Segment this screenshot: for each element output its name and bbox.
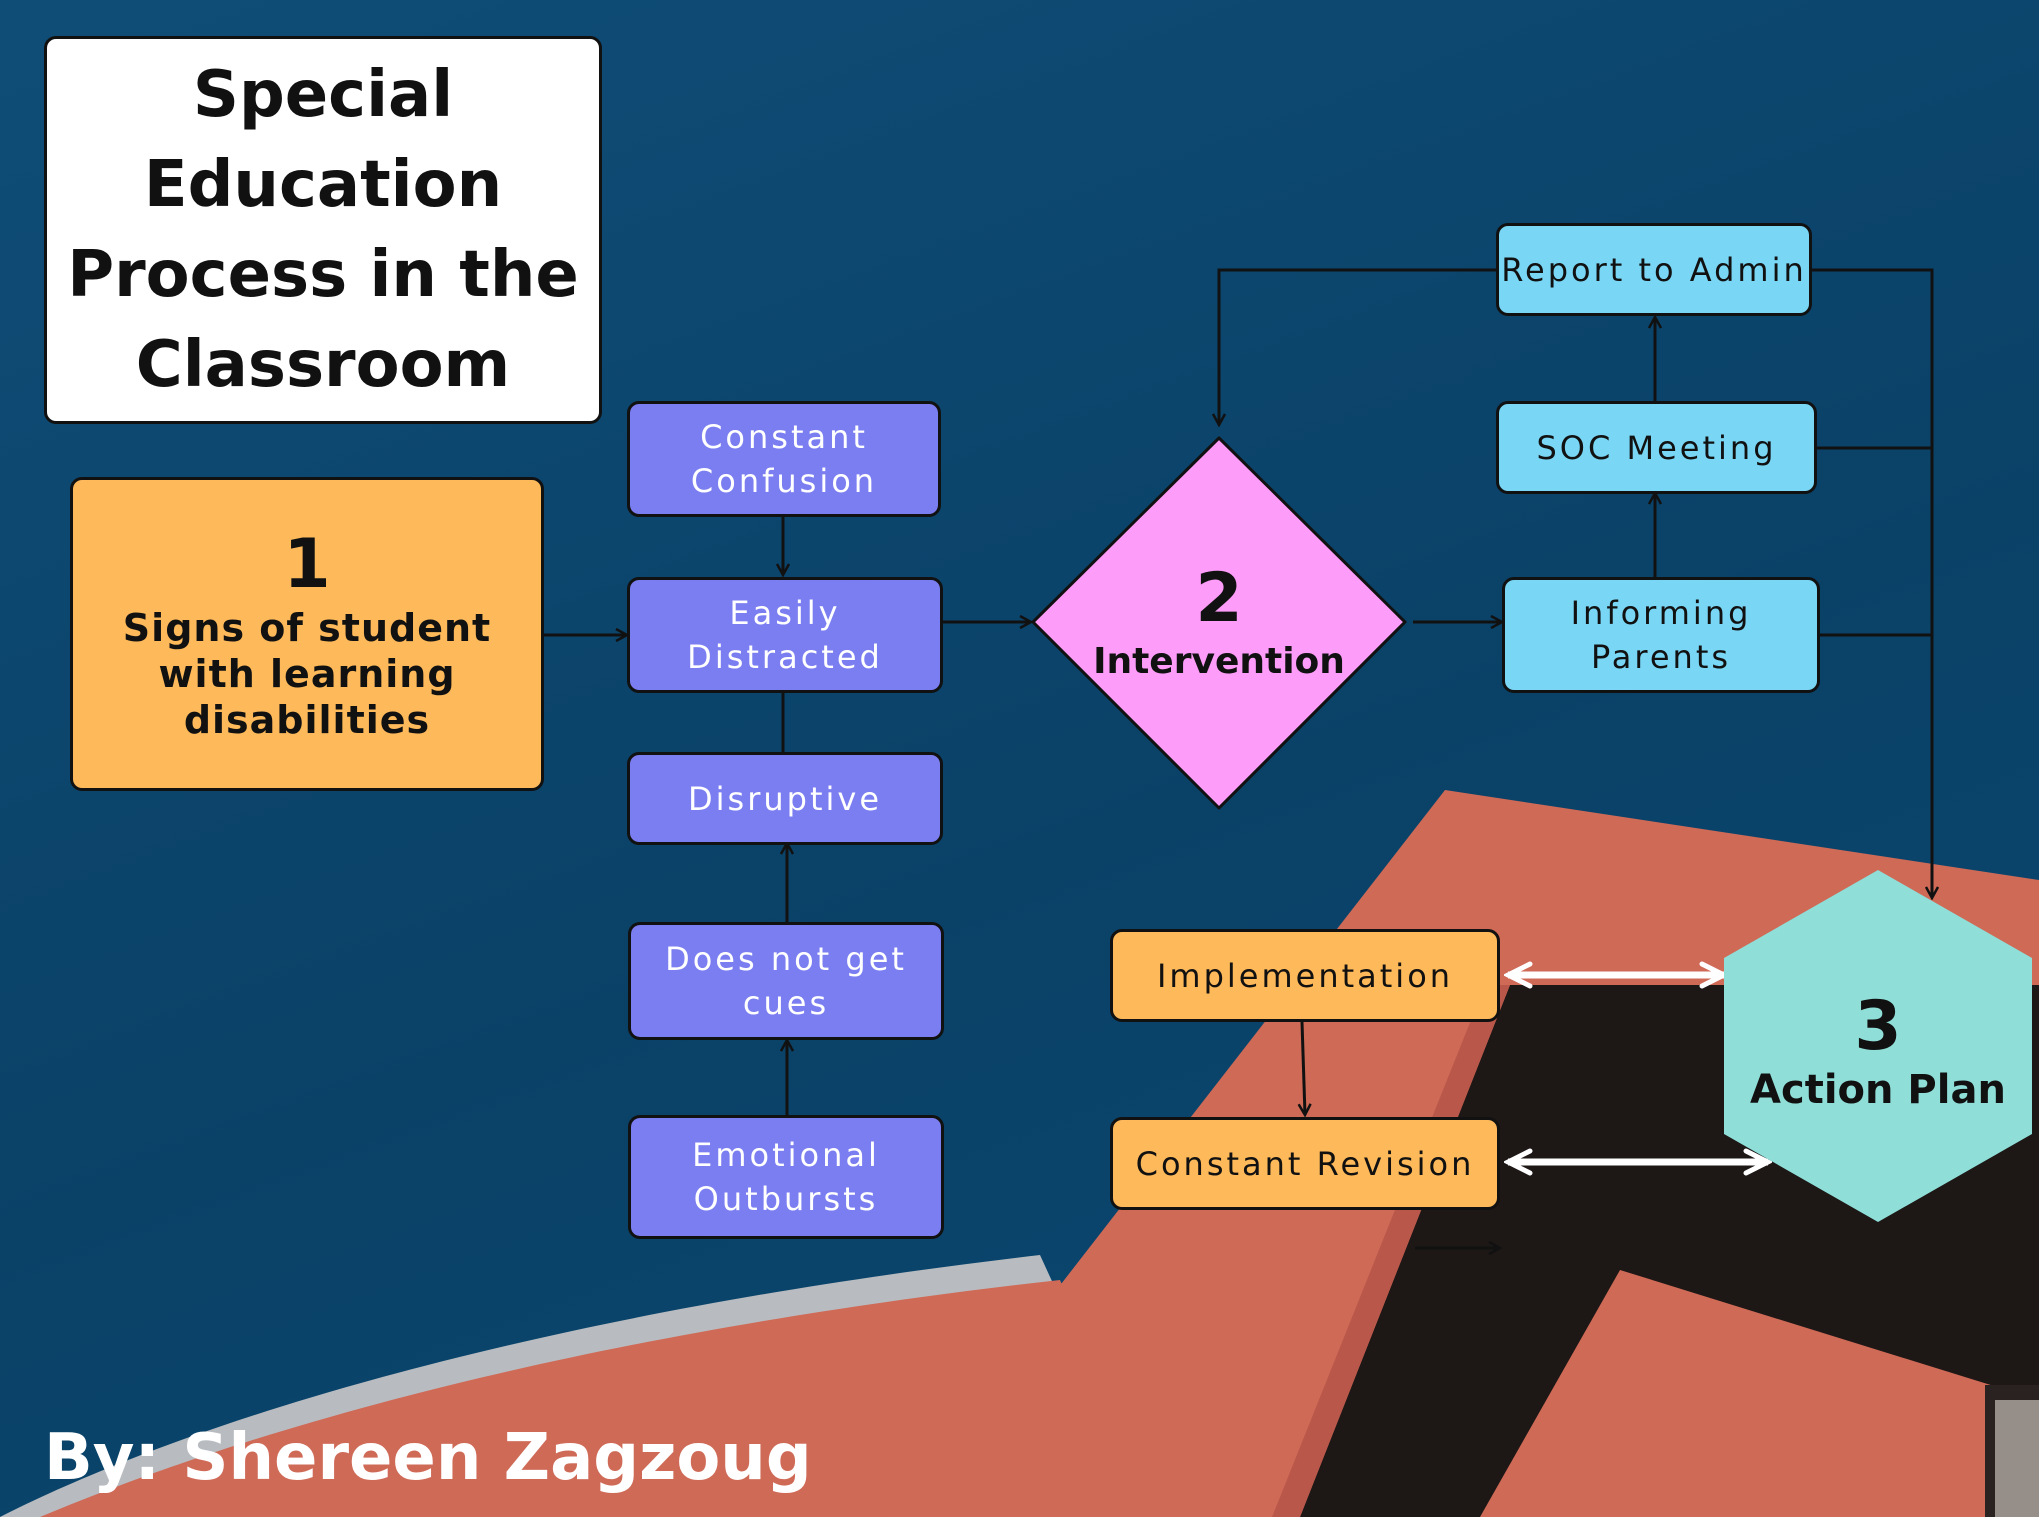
easily-distracted-box: Easily Distracted xyxy=(627,577,943,693)
report-to-admin-box: Report to Admin xyxy=(1496,223,1812,316)
implementation-box: Implementation xyxy=(1110,929,1500,1022)
soc-meeting-box: SOC Meeting xyxy=(1496,401,1817,494)
step2-number: 2 xyxy=(1195,559,1243,638)
disruptive-box: Disruptive xyxy=(627,752,943,845)
connector-report-to-action xyxy=(1812,268,1932,898)
arrow-report-to-intervention xyxy=(1219,268,1496,425)
step1-signs-box: 1 Signs of student with learning disabil… xyxy=(70,477,544,791)
step1-label: Signs of student with learning disabilit… xyxy=(122,606,492,742)
emotional-outbursts-box: Emotional Outbursts xyxy=(628,1115,944,1239)
arrow-implementation-to-revision xyxy=(1302,1021,1305,1115)
step3-number: 3 xyxy=(1854,987,1902,1066)
informing-parents-box: Informing Parents xyxy=(1502,577,1820,693)
step3-label-group: 3 Action Plan xyxy=(1738,975,2018,1125)
step2-label: Intervention xyxy=(1093,641,1345,682)
step2-label-group: 2 Intervention xyxy=(1069,552,1369,692)
author-credit: By: Shereen Zagzoug xyxy=(44,1421,812,1495)
does-not-get-cues-box: Does not get cues xyxy=(628,922,944,1040)
wall-highlight xyxy=(1995,1400,2039,1517)
roof-inner-ledge xyxy=(1480,1270,2039,1517)
action-plan-hexagon xyxy=(1724,870,2032,1222)
constant-confusion-box: Constant Confusion xyxy=(627,401,941,517)
dome-terracotta xyxy=(40,1280,1160,1517)
constant-revision-box: Constant Revision xyxy=(1110,1117,1500,1210)
intervention-diamond xyxy=(1031,436,1407,810)
diagram-title: Special Education Process in the Classro… xyxy=(44,36,602,424)
step3-label: Action Plan xyxy=(1750,1067,2006,1113)
step1-number: 1 xyxy=(283,525,331,604)
